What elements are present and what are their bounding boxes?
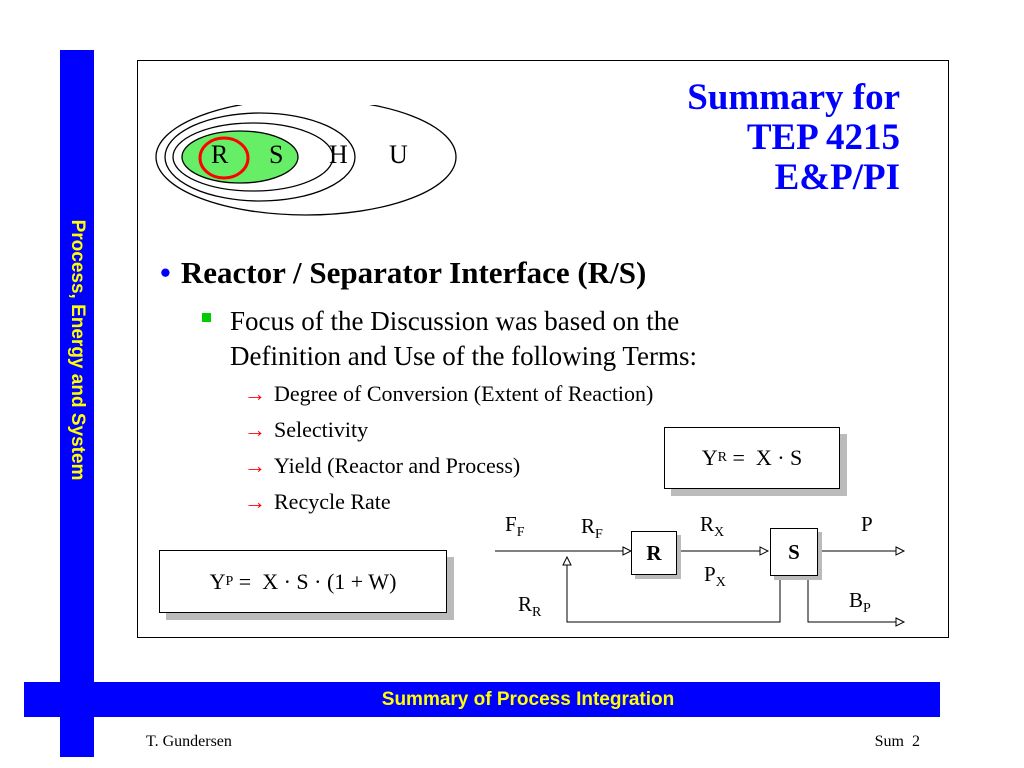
arrow-right-icon: → (244, 417, 266, 442)
venn-red-circle (198, 136, 250, 180)
venn-label-r: R (211, 140, 229, 169)
bypass-line (807, 576, 896, 623)
venn-diagram (155, 105, 457, 216)
recycle-line (566, 565, 781, 623)
label-px: PX (704, 562, 726, 591)
venn-ring-h (164, 112, 356, 202)
bullet-dot: • (160, 255, 171, 290)
title-line-2: TEP 4215 (746, 117, 900, 158)
venn-outer-u (155, 105, 457, 216)
footer-author: T. Gundersen (146, 733, 232, 750)
arrow-right-icon: → (244, 453, 266, 478)
footer-page-number: Sum 2 (874, 733, 920, 750)
bottom-bar (24, 682, 940, 717)
venn-ring-s (172, 122, 334, 192)
term-item-1: → Degree of Conversion (Extent of Reacti… (244, 381, 654, 406)
term-item-3: → Yield (Reactor and Process) (244, 453, 521, 478)
label-ff: FF (505, 512, 525, 541)
venn-label-u: U (389, 140, 408, 169)
bottom-bar-label: Summary of Process Integration (381, 689, 675, 710)
label-rf: RF (581, 514, 603, 543)
label-rr: RR (518, 592, 542, 621)
arrow-head (895, 546, 906, 556)
square-bullet-icon (202, 313, 211, 322)
title-line-3: E&P/PI (774, 157, 900, 198)
venn-label-s: S (269, 140, 284, 169)
term-item-2: → Selectivity (244, 417, 369, 442)
label-p: P (861, 512, 873, 536)
slide-title: Summary for TEP 4215 E&P/PI (560, 78, 900, 198)
sub-bullet-text: Focus of the Discussion was based on the… (230, 306, 698, 371)
venn-label-h: H (329, 140, 348, 169)
title-line-1: Summary for (687, 77, 900, 118)
arrow-right-icon: → (244, 381, 266, 406)
left-vertical-bar (60, 50, 94, 757)
separator-block: S (770, 528, 818, 576)
term-item-4: → Recycle Rate (244, 489, 391, 514)
reactor-block: R (631, 531, 677, 575)
arrow-head (759, 546, 770, 556)
arrow-head (622, 546, 633, 556)
arrow-right-icon: → (244, 489, 266, 514)
arrow-head (895, 617, 906, 627)
label-bp: BP (849, 588, 871, 617)
flow-diagram (495, 546, 906, 627)
arrow-head (562, 555, 572, 566)
label-rx: RX (700, 512, 725, 541)
venn-inner-fill (181, 130, 299, 184)
slide-frame (137, 60, 949, 638)
bullet-heading: •Reactor / Separator Interface (R/S) (160, 255, 647, 290)
